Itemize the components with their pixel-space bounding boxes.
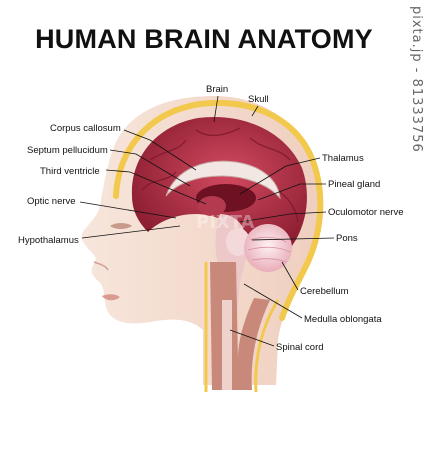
leader-optic-nerve <box>79 201 177 219</box>
page-title: HUMAN BRAIN ANATOMY <box>35 24 373 54</box>
label-corpus-callosum: Corpus callosum <box>50 123 121 134</box>
leader-hypothalamus <box>81 225 181 239</box>
label-skull: Skull <box>248 94 269 105</box>
eye <box>110 223 132 229</box>
leader-brain <box>213 95 219 123</box>
label-thalamus: Thalamus <box>322 153 364 164</box>
cerebellum-folia <box>247 236 291 263</box>
lips <box>102 294 120 301</box>
leader-pineal-gland <box>257 183 326 201</box>
label-cerebellum: Cerebellum <box>300 286 349 297</box>
label-hypothalamus: Hypothalamus <box>18 235 79 246</box>
label-third-ventricle: Third ventricle <box>40 166 100 177</box>
label-medulla-oblongata: Medulla oblongata <box>304 314 382 325</box>
corpus-callosum-shape <box>165 160 281 200</box>
watermark-center: PIXTA <box>196 212 255 233</box>
leader-corpus-callosum <box>123 129 197 171</box>
watermark-vertical: pixta.jp - 81333756 <box>409 6 424 153</box>
pons-shape <box>226 228 250 256</box>
label-septum-pellucidum: Septum pellucidum <box>27 145 108 156</box>
leader-skull <box>251 105 259 117</box>
spinal-cord-shape <box>222 300 232 390</box>
label-spinal-cord: Spinal cord <box>276 342 324 353</box>
leader-septum-pellucidum <box>109 149 191 187</box>
label-pineal-gland: Pineal gland <box>328 179 380 190</box>
leader-pons <box>251 237 335 241</box>
label-optic-nerve: Optic nerve <box>27 196 76 207</box>
nostril <box>93 261 109 271</box>
leader-cerebellum <box>281 261 299 291</box>
label-oculomotor-nerve: Oculomotor nerve <box>328 207 404 218</box>
label-brain: Brain <box>206 84 228 95</box>
leader-oculomotor-nerve <box>239 211 327 223</box>
leader-third-ventricle <box>105 169 207 205</box>
leader-medulla-oblongata <box>243 283 303 319</box>
third-ventricle-shape <box>198 196 226 216</box>
skull-outline <box>113 100 324 321</box>
leader-thalamus <box>239 157 321 195</box>
leader-lines <box>79 95 335 347</box>
spinal-dura <box>204 262 280 393</box>
leader-spinal-cord <box>229 329 275 347</box>
label-pons: Pons <box>336 233 358 244</box>
